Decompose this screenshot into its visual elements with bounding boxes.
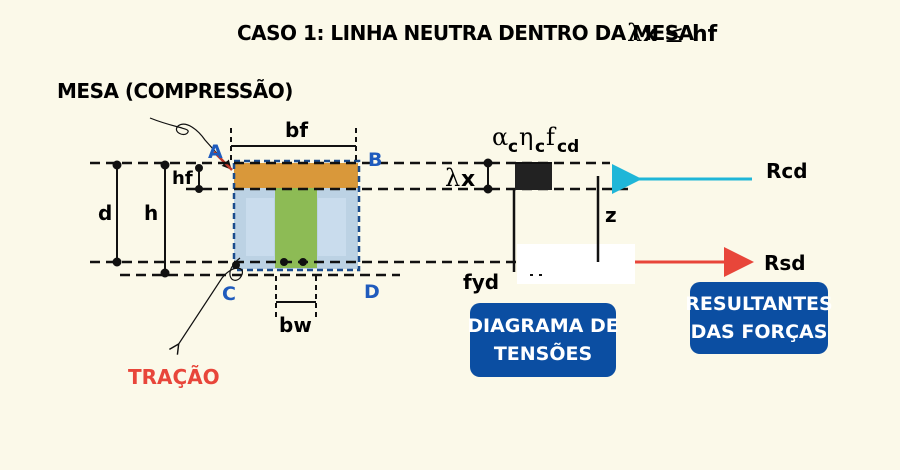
h-label: h: [144, 201, 158, 225]
rsd-label: Rsd: [764, 251, 806, 275]
f-subscript: cd: [557, 137, 579, 157]
eta-symbol: η: [519, 123, 533, 151]
bw-dimension: [275, 276, 317, 318]
mesa-pointer-tip: [213, 151, 233, 171]
stress-diagram-mask: [517, 244, 635, 284]
eta-subscript: c: [535, 137, 545, 157]
alpha-subscript: c: [508, 137, 518, 157]
z-label: z: [605, 203, 617, 227]
rebar-points: [232, 258, 307, 269]
d-dimension: [112, 160, 122, 267]
tracao-pointer: [178, 257, 243, 345]
resultantes-line2: DAS FORÇAS: [691, 321, 828, 343]
point-c-label: C: [222, 283, 236, 305]
bf-dimension: [230, 128, 357, 162]
d-label: d: [98, 201, 112, 225]
hf-label: hf: [172, 168, 193, 189]
title-x: x: [643, 22, 657, 47]
point-a-label: A: [208, 141, 223, 163]
section-outline: [232, 159, 361, 272]
title-hf: hf: [692, 22, 718, 47]
alpha-symbol: α: [492, 123, 508, 151]
alpha-eta-fcd-label: α c η c f cd: [492, 123, 579, 157]
rcd-label: Rcd: [766, 159, 808, 183]
web-fill: [275, 184, 317, 268]
point-b-label: B: [368, 149, 382, 171]
section-shade-left: [246, 198, 274, 256]
diagrama-line1: DIAGRAMA DE: [467, 315, 618, 337]
h-dimension: [160, 160, 170, 278]
diagrama-line2: TENSÕES: [494, 341, 592, 365]
resultantes-badge: RESULTANTES DAS FORÇAS: [685, 282, 833, 354]
mesa-label: MESA (COMPRESSÃO): [57, 79, 293, 103]
title-lambda: λ: [627, 19, 642, 47]
mesa-pointer: [149, 117, 232, 170]
fyd-label: fyd: [463, 270, 499, 294]
point-d-label: D: [364, 281, 380, 303]
section-shade-right: [318, 198, 346, 256]
compression-block: [515, 163, 552, 190]
f-symbol: f: [546, 123, 557, 151]
title-text: CASO 1: LINHA NEUTRA DENTRO DA MESA: [237, 21, 695, 45]
bf-label: bf: [285, 118, 308, 142]
bw-label: bw: [279, 313, 312, 337]
tracao-label: TRAÇÃO: [128, 365, 220, 389]
diagram-title: CASO 1: LINHA NEUTRA DENTRO DA MESA λ x …: [237, 19, 718, 48]
flange-fill: [234, 163, 358, 188]
hf-dimension: [195, 164, 203, 193]
lambda-x-dimension: [483, 158, 493, 194]
x-label: x: [461, 167, 475, 192]
resultantes-line1: RESULTANTES: [685, 293, 832, 315]
lambda-label: λ: [445, 164, 460, 192]
diagrama-badge: DIAGRAMA DE TENSÕES: [467, 303, 619, 377]
stress-diagram: [512, 162, 635, 284]
title-leq: ≤: [664, 20, 684, 48]
